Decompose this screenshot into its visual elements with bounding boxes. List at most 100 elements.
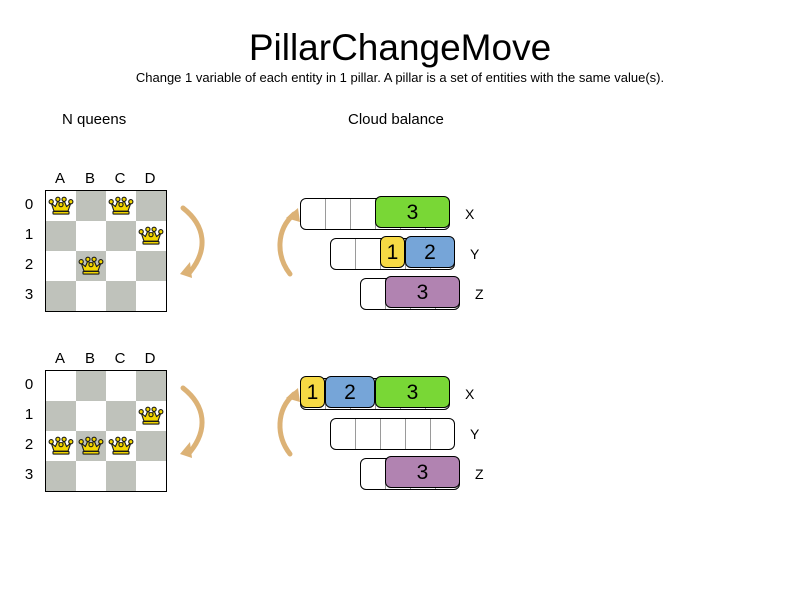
capacity-slot	[331, 419, 356, 449]
process-block-2[interactable]: 2	[405, 236, 455, 269]
board-grid	[45, 370, 167, 492]
queen-glyph	[78, 436, 104, 455]
board-column-label-c: C	[114, 350, 126, 367]
computer-label-y: Y	[470, 426, 480, 442]
computer-label-y: Y	[470, 246, 480, 262]
section-heading-cloud-balance: Cloud balance	[348, 111, 444, 128]
board-cell-b3[interactable]	[76, 461, 106, 491]
board-cell-c1[interactable]	[106, 221, 136, 251]
board-row-label-0: 0	[24, 196, 34, 213]
board-row-label-0: 0	[24, 376, 34, 393]
queens-move-arrow-after	[176, 378, 222, 470]
after-computer-row-y: Y	[0, 418, 800, 452]
computer-label-x: X	[465, 386, 475, 402]
board-cell-a3[interactable]	[46, 281, 76, 311]
board-grid	[45, 190, 167, 312]
queen-piece-d1[interactable]	[136, 401, 166, 431]
capacity-slot	[431, 419, 454, 449]
board-row-label-2: 2	[24, 436, 34, 453]
queen-glyph	[138, 226, 164, 245]
cloud-move-arrow-before	[270, 200, 310, 284]
board-column-label-b: B	[84, 170, 95, 187]
computer-bar-y[interactable]	[330, 418, 455, 450]
board-cell-d0[interactable]	[136, 371, 166, 401]
computer-label-z: Z	[475, 466, 484, 482]
queen-glyph	[108, 196, 134, 215]
board-cell-b0[interactable]	[76, 191, 106, 221]
board-cell-a2[interactable]	[46, 251, 76, 281]
process-block-3[interactable]: 3	[375, 376, 450, 409]
board-cell-d3[interactable]	[136, 281, 166, 311]
page-title: PillarChangeMove	[248, 27, 552, 68]
section-heading-n-queens: N queens	[62, 111, 127, 128]
board-column-label-c: C	[114, 170, 126, 187]
capacity-slot	[301, 199, 326, 229]
queen-piece-c0[interactable]	[106, 191, 136, 221]
capacity-slot	[326, 199, 351, 229]
capacity-slot	[356, 419, 381, 449]
board-cell-d2[interactable]	[136, 251, 166, 281]
process-block-2[interactable]: 2	[325, 376, 375, 409]
process-block-3[interactable]: 3	[385, 276, 460, 309]
queen-piece-b2[interactable]	[76, 251, 106, 281]
computer-label-x: X	[465, 206, 475, 222]
queen-glyph	[48, 436, 74, 455]
capacity-slot	[351, 199, 376, 229]
queen-glyph	[48, 196, 74, 215]
capacity-slot	[356, 239, 381, 269]
capacity-slot	[361, 459, 386, 489]
process-block-3[interactable]: 3	[385, 456, 460, 489]
process-block-1[interactable]: 1	[300, 376, 325, 409]
board-cell-a1[interactable]	[46, 221, 76, 251]
queen-piece-a2[interactable]	[46, 431, 76, 461]
board-cell-b3[interactable]	[76, 281, 106, 311]
capacity-slot	[361, 279, 386, 309]
board-cell-d3[interactable]	[136, 461, 166, 491]
queen-glyph	[138, 406, 164, 425]
queen-piece-b2[interactable]	[76, 431, 106, 461]
capacity-slot	[331, 239, 356, 269]
board-cell-d0[interactable]	[136, 191, 166, 221]
board-cell-c2[interactable]	[106, 251, 136, 281]
board-cell-c3[interactable]	[106, 461, 136, 491]
queen-glyph	[78, 256, 104, 275]
board-column-label-a: A	[54, 350, 65, 367]
board-column-label-a: A	[54, 170, 65, 187]
board-cell-d2[interactable]	[136, 431, 166, 461]
board-cell-b1[interactable]	[76, 401, 106, 431]
board-row-label-3: 3	[24, 466, 34, 483]
board-cell-b1[interactable]	[76, 221, 106, 251]
board-column-label-d: D	[144, 350, 156, 367]
queens-move-arrow-before	[176, 198, 222, 290]
queen-piece-c2[interactable]	[106, 431, 136, 461]
page-subtitle: Change 1 variable of each entity in 1 pi…	[135, 70, 665, 85]
board-row-label-1: 1	[24, 226, 34, 243]
board-row-label-2: 2	[24, 256, 34, 273]
board-row-label-1: 1	[24, 406, 34, 423]
board-cell-c3[interactable]	[106, 281, 136, 311]
capacity-slot	[381, 419, 406, 449]
board-cell-c1[interactable]	[106, 401, 136, 431]
cloud-move-arrow-after	[270, 380, 310, 464]
queen-glyph	[108, 436, 134, 455]
process-block-1[interactable]: 1	[380, 236, 405, 269]
queen-piece-a0[interactable]	[46, 191, 76, 221]
board-cell-c0[interactable]	[106, 371, 136, 401]
board-column-label-b: B	[84, 350, 95, 367]
board-cell-b0[interactable]	[76, 371, 106, 401]
queen-piece-d1[interactable]	[136, 221, 166, 251]
capacity-slot	[406, 419, 431, 449]
board-cell-a1[interactable]	[46, 401, 76, 431]
board-cell-a3[interactable]	[46, 461, 76, 491]
board-cell-a0[interactable]	[46, 371, 76, 401]
process-block-3[interactable]: 3	[375, 196, 450, 229]
capacity-slots	[331, 419, 454, 449]
computer-label-z: Z	[475, 286, 484, 302]
board-row-label-3: 3	[24, 286, 34, 303]
